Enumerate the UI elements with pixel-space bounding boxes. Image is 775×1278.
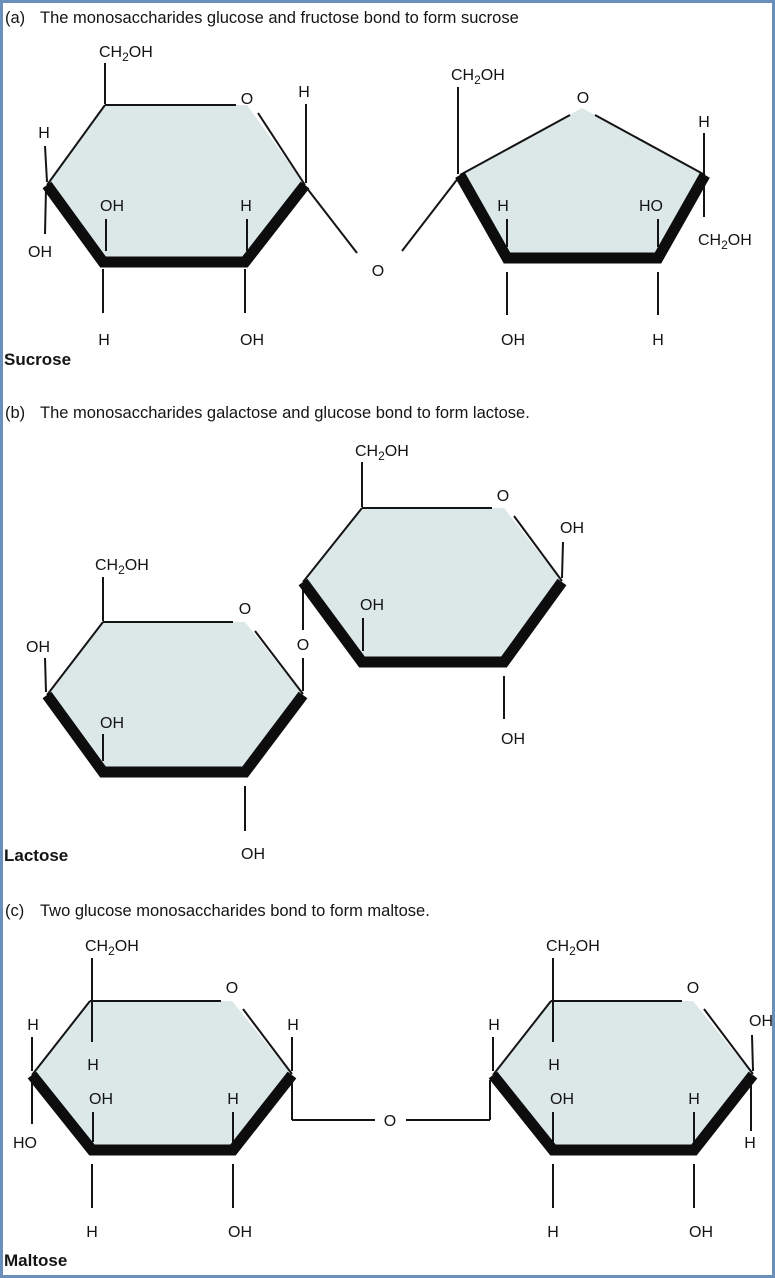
glycosidic-oxygen-label: O: [297, 637, 309, 654]
fructose-ring-a: CH2OH O H CH2OH H HO OH H: [451, 67, 752, 349]
ring-oxygen-label: O: [239, 601, 251, 618]
glycosidic-bond-a: O: [305, 176, 460, 280]
oh-label: OH: [689, 1224, 713, 1241]
oh-label: OH: [100, 198, 124, 215]
galactose-ring-b: CH2OH O OH OH OH: [26, 557, 308, 863]
h-label: H: [488, 1017, 500, 1034]
oh-label: OH: [241, 846, 265, 863]
ring-oxygen-label: O: [577, 90, 589, 107]
panel-b-tag: (b): [5, 404, 25, 422]
oh-label: OH: [501, 332, 525, 349]
oh-label: OH: [550, 1091, 574, 1108]
h-label: H: [287, 1017, 299, 1034]
panel-c-tag: (c): [5, 902, 24, 920]
ch2oh-label: CH2OH: [95, 557, 149, 577]
galactose-ring-bonds: [42, 577, 308, 831]
ch2oh-label: CH2OH: [99, 44, 153, 64]
glucose-right-ring-c: CH2OH O H OH H H OH H H OH: [488, 938, 773, 1241]
glucose-ring-a: CH2OH O H H OH OH H H OH: [28, 44, 310, 349]
oh-label: OH: [240, 332, 264, 349]
glycosidic-bond-b: O: [297, 586, 309, 691]
ring-oxygen-label: O: [497, 488, 509, 505]
h-label: H: [38, 125, 50, 142]
h-label: H: [86, 1224, 98, 1241]
oh-label: OH: [28, 244, 52, 261]
glucose-ring-fill: [47, 105, 305, 262]
oh-label: OH: [89, 1091, 113, 1108]
ch2oh-label: CH2OH: [451, 67, 505, 87]
glucose-ring-bonds: [42, 63, 310, 313]
h-label: H: [548, 1057, 560, 1074]
fructose-ring-bonds: [455, 87, 710, 315]
h-label: H: [652, 332, 664, 349]
glucose-right-ring-bonds: [488, 958, 758, 1208]
oh-label: OH: [228, 1224, 252, 1241]
glucose-ring-bonds: [298, 462, 567, 719]
oh-label: OH: [100, 715, 124, 732]
h-label: H: [497, 198, 509, 215]
h-label: H: [27, 1017, 39, 1034]
oh-label: OH: [26, 639, 50, 656]
oh-label: OH: [360, 597, 384, 614]
product-label-lactose: Lactose: [4, 846, 68, 865]
ring-oxygen-label: O: [687, 980, 699, 997]
fructose-ring-fill: [460, 108, 705, 258]
galactose-ring-fill: [47, 622, 303, 772]
oh-label: OH: [749, 1013, 773, 1030]
glucose-left-ring-bonds: [27, 958, 297, 1208]
ho-label: HO: [639, 198, 663, 215]
product-label-maltose: Maltose: [4, 1251, 67, 1270]
h-label: H: [698, 114, 710, 131]
h-label: H: [98, 332, 110, 349]
panel-b-lactose: (b) The monosaccharides galactose and gl…: [4, 404, 584, 865]
glycosidic-bond-c: O: [291, 1080, 491, 1130]
h-label: H: [227, 1091, 239, 1108]
ch2oh-label: CH2OH: [546, 938, 600, 958]
glycosidic-oxygen-label: O: [384, 1113, 396, 1130]
product-label-sucrose: Sucrose: [4, 350, 71, 369]
h-label: H: [688, 1091, 700, 1108]
oh-label: OH: [560, 520, 584, 537]
h-label: H: [547, 1224, 559, 1241]
panel-a-tag: (a): [5, 9, 25, 27]
oh-label: OH: [501, 731, 525, 748]
ring-oxygen-label: O: [226, 980, 238, 997]
ring-oxygen-label: O: [241, 91, 253, 108]
glucose-ring-fill: [303, 508, 562, 662]
h-label: H: [240, 198, 252, 215]
ch2oh-label: CH2OH: [85, 938, 139, 958]
panel-a-heading: The monosaccharides glucose and fructose…: [40, 9, 519, 27]
panel-b-heading: The monosaccharides galactose and glucos…: [40, 404, 530, 422]
h-label: H: [87, 1057, 99, 1074]
glucose-left-ring-fill: [32, 1001, 292, 1150]
h-label: H: [298, 84, 310, 101]
glucose-ring-b: CH2OH O OH OH OH: [298, 443, 584, 748]
ho-label: HO: [13, 1135, 37, 1152]
ch2oh-label: CH2OH: [698, 232, 752, 252]
ch2oh-label: CH2OH: [355, 443, 409, 463]
panel-a-sucrose: (a) The monosaccharides glucose and fruc…: [4, 9, 752, 369]
h-label: H: [744, 1135, 756, 1152]
glucose-left-ring-c: CH2OH O H H H OH H HO H OH: [13, 938, 299, 1241]
glucose-right-ring-fill: [493, 1001, 753, 1150]
glycosidic-oxygen-label: O: [372, 263, 384, 280]
panel-c-heading: Two glucose monosaccharides bond to form…: [40, 902, 430, 920]
panel-c-maltose: (c) Two glucose monosaccharides bond to …: [4, 902, 773, 1270]
